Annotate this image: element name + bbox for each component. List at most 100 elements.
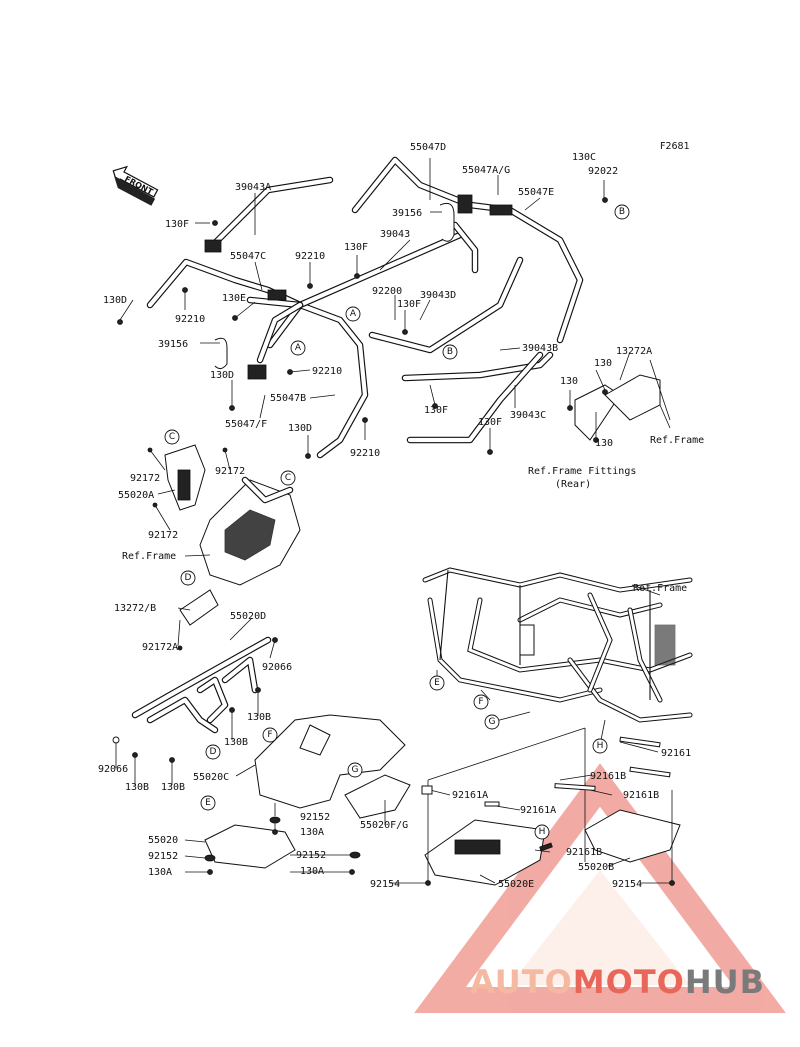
strip-icon xyxy=(539,842,553,852)
part-label: 130A xyxy=(300,827,324,838)
svg-text:B: B xyxy=(447,347,453,357)
svg-text:C: C xyxy=(285,473,291,483)
part-label: 130B xyxy=(125,782,149,793)
part-label: 13272A xyxy=(616,346,652,357)
part-label: 92066 xyxy=(98,764,128,775)
part-label: 92022 xyxy=(588,166,618,177)
part-label: 55047C xyxy=(230,251,266,262)
bolt-icon xyxy=(402,329,408,335)
part-label: 130F xyxy=(165,219,189,230)
bolt-icon xyxy=(132,752,138,758)
part-label: 92172 xyxy=(215,466,245,477)
bolt-icon xyxy=(354,273,360,279)
bolt-icon xyxy=(432,403,438,409)
callout-marker: D xyxy=(180,570,196,586)
part-label: 39043B xyxy=(522,343,558,354)
callout-marker: C xyxy=(164,429,180,445)
part-label: 55020F/G xyxy=(360,820,408,831)
part-label: 130F xyxy=(478,417,502,428)
figure-code: F2681 xyxy=(660,141,690,152)
rivet-icon xyxy=(177,645,183,651)
svg-text:H: H xyxy=(539,827,546,837)
callout-marker: E xyxy=(429,675,445,691)
bolt-icon xyxy=(117,319,123,325)
callout-marker: G xyxy=(484,714,500,730)
part-label: 55020A xyxy=(118,490,154,501)
part-label: 55020D xyxy=(230,611,266,622)
callout-marker: A xyxy=(290,340,306,356)
part-label: 92066 xyxy=(262,662,292,673)
nut-icon xyxy=(182,287,188,293)
rivet-icon xyxy=(147,447,153,453)
part-label: 39043 xyxy=(380,229,410,240)
bolt-icon xyxy=(232,315,238,321)
part-label: 39156 xyxy=(392,208,422,219)
callout-markers: B A A B C C D D E F G H F G E H xyxy=(164,204,630,840)
bolt-icon xyxy=(349,869,355,875)
part-label: 92161B xyxy=(623,790,659,801)
washer-icon xyxy=(204,854,216,862)
nut-icon xyxy=(287,369,293,375)
part-label: 55047D xyxy=(410,142,446,153)
watermark-auto: AUTO xyxy=(470,963,573,1001)
callout-marker: C xyxy=(280,470,296,486)
part-label: Ref.Frame xyxy=(633,583,687,594)
watermark-triangle-logo xyxy=(414,763,786,1013)
svg-text:H: H xyxy=(597,741,604,751)
svg-text:D: D xyxy=(185,573,192,583)
svg-text:D: D xyxy=(210,747,217,757)
part-label: 92210 xyxy=(175,314,205,325)
part-label: 92161A xyxy=(452,790,488,801)
clip-icon xyxy=(112,736,120,744)
svg-text:A: A xyxy=(350,309,357,319)
bolt-icon xyxy=(567,405,573,411)
part-label: 55020C xyxy=(193,772,229,783)
bolt-icon xyxy=(169,757,175,763)
svg-text:E: E xyxy=(205,798,211,808)
part-label: 130A xyxy=(148,867,172,878)
part-label: 92210 xyxy=(312,366,342,377)
part-label: 130E xyxy=(222,293,246,304)
bolt-icon xyxy=(305,453,311,459)
part-label: 130A xyxy=(300,866,324,877)
skid-plates xyxy=(204,714,681,886)
clip-icon xyxy=(272,637,278,643)
part-label: 13272/B xyxy=(114,603,156,614)
front-direction-arrow-icon: FRONT xyxy=(112,165,159,206)
watermark-moto: MOTO xyxy=(572,963,685,1001)
callout-marker: E xyxy=(200,795,216,811)
svg-text:G: G xyxy=(489,717,496,727)
part-label: 92172A xyxy=(142,642,178,653)
part-label: 92154 xyxy=(612,879,642,890)
part-label: 92161B xyxy=(566,847,602,858)
svg-text:F: F xyxy=(478,697,483,707)
part-label: 55047A/G xyxy=(462,165,510,176)
part-label: 92152 xyxy=(296,850,326,861)
part-label: 55020 xyxy=(148,835,178,846)
svg-text:A: A xyxy=(295,343,302,353)
bolt-icon xyxy=(593,437,599,443)
nut-icon xyxy=(307,283,313,289)
part-label: 130C xyxy=(572,152,596,163)
bolt-icon xyxy=(229,707,235,713)
callout-marker: F xyxy=(473,694,489,710)
washer-icon xyxy=(269,816,281,824)
part-label: 92152 xyxy=(300,812,330,823)
strip-icon xyxy=(421,785,433,795)
watermark-hub: HUB xyxy=(684,963,766,1001)
part-label: (Rear) xyxy=(555,479,591,490)
bolt-icon xyxy=(207,869,213,875)
watermark-logo-text: AUTOMOTOHUB xyxy=(470,963,765,1001)
rivet-icon xyxy=(152,502,158,508)
leader-lines xyxy=(115,158,673,884)
svg-text:G: G xyxy=(352,765,359,775)
part-label: 130D xyxy=(210,370,234,381)
part-label: 130F xyxy=(344,242,368,253)
strip-icon xyxy=(554,783,596,791)
part-label: 130 xyxy=(594,358,612,369)
callout-marker: H xyxy=(534,824,550,840)
part-label: 130 xyxy=(595,438,613,449)
svg-text:F: F xyxy=(267,730,272,740)
strip-icon xyxy=(484,801,500,807)
part-label: 39043D xyxy=(420,290,456,301)
